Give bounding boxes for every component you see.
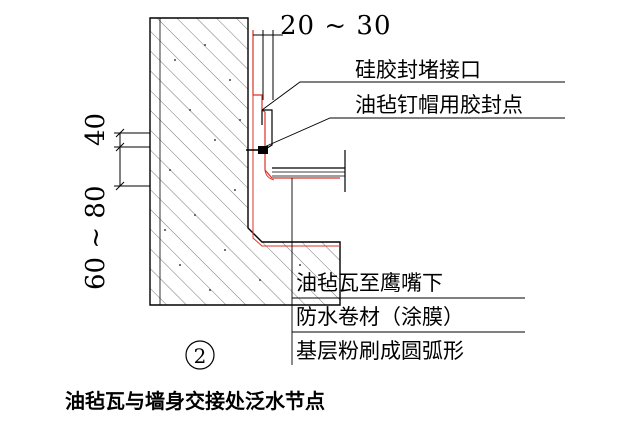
roof-shingle-layers xyxy=(264,150,346,192)
dimension-top-label: 20 ~ 30 xyxy=(280,11,391,41)
detail-number-badge: 2 xyxy=(185,340,215,370)
leader-lines-top xyxy=(261,81,565,149)
dimension-top xyxy=(253,30,283,100)
callout-silicone-seal: 硅胶封堵接口 xyxy=(355,58,481,82)
callout-waterproof-membrane: 防水卷材（涂膜） xyxy=(296,305,464,329)
dimension-side xyxy=(114,128,150,191)
concrete-wall xyxy=(149,17,341,306)
callout-base-plaster-arc: 基层粉刷成圆弧形 xyxy=(296,339,464,363)
waterproof-membrane-line xyxy=(252,30,340,247)
nail-head xyxy=(246,146,268,154)
callout-shingle-to-eave: 油毡瓦至鹰嘴下 xyxy=(296,271,443,295)
detail-number: 2 xyxy=(194,344,207,368)
drawing-caption: 油毡瓦与墙身交接处泛水节点 xyxy=(65,389,325,413)
leader-lines-bottom xyxy=(291,178,525,365)
dimension-side-label-b: 60 ~ 80 xyxy=(81,186,111,290)
dimension-side-label-a: 40 xyxy=(81,113,111,146)
callout-nail-seal: 油毡钉帽用胶封点 xyxy=(355,93,523,117)
